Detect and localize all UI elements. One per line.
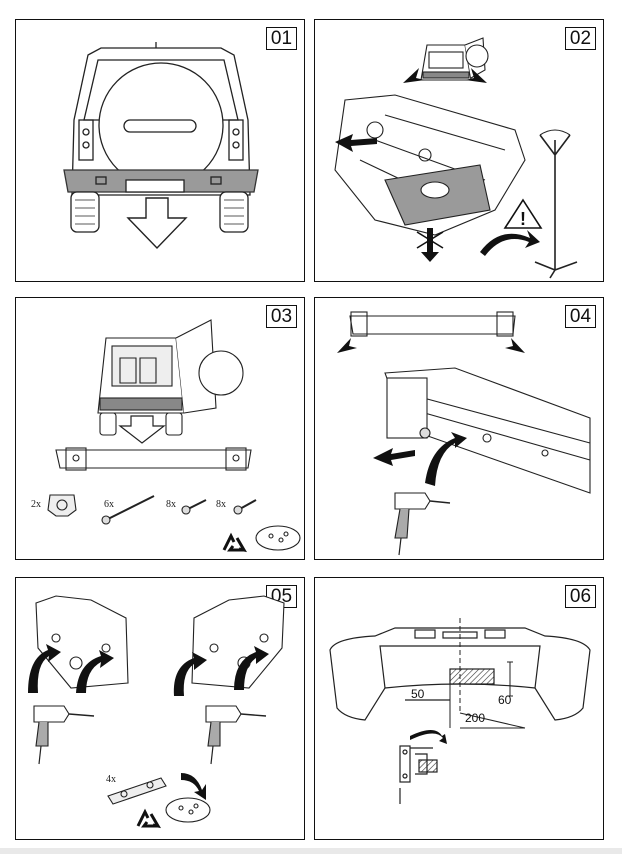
step-02-panel: 02 !: [314, 19, 604, 282]
arrow-icon: [425, 432, 467, 486]
vehicle-rear-illustration: [63, 42, 259, 250]
arrow-icon: [181, 773, 206, 800]
beam-mounting-illustration: [337, 311, 591, 556]
dimension-label-c: 60: [498, 693, 512, 707]
step-number: 04: [565, 305, 596, 328]
power-drill-icon: [33, 705, 95, 765]
arrow-icon: [173, 652, 207, 696]
part-qty: 8x: [216, 499, 226, 510]
bracket-install-illustration: 4x: [28, 595, 285, 829]
dimension-label-b: 200: [465, 711, 485, 725]
arrow-icon: [28, 644, 61, 693]
step-04-panel: 04: [314, 297, 604, 560]
arrow-icon: [480, 230, 540, 256]
bracket-part: [47, 494, 77, 517]
bolt-long-part: [105, 495, 155, 521]
step-number: 01: [266, 27, 297, 50]
step-number: 06: [565, 585, 596, 608]
part-qty: 4x: [106, 774, 116, 785]
step-number: 02: [565, 27, 596, 50]
svg-text:!: !: [520, 209, 526, 229]
step-01-panel: 01: [15, 19, 305, 282]
recycle-icon: [136, 808, 161, 829]
arrow-icon: [505, 338, 525, 353]
mounting-kit-illustration: 2x 6x 8x 8x: [31, 319, 301, 553]
page-footer-strip: [0, 848, 622, 854]
step-number: 03: [266, 305, 297, 328]
arrow-icon: [410, 730, 447, 744]
arrow-icon: [335, 134, 377, 152]
arrow-icon: [118, 415, 166, 444]
exhaust-removal-illustration: !: [334, 37, 578, 279]
part-qty: 2x: [31, 499, 41, 510]
step-03-panel: 03 2x: [15, 297, 305, 560]
step-06-panel: 06 50: [314, 577, 604, 840]
arrow-icon: [373, 448, 415, 466]
warning-triangle-icon: !: [503, 198, 543, 229]
power-drill-icon: [394, 492, 451, 556]
arrow-icon: [126, 197, 188, 250]
power-drill-icon: [205, 705, 267, 765]
part-qty: 6x: [104, 499, 114, 510]
step-05-panel: 05: [15, 577, 305, 840]
arrow-icon: [337, 338, 357, 353]
dimension-label-a: 50: [411, 687, 425, 701]
arrow-icon: [465, 68, 487, 83]
recycle-icon: [222, 532, 247, 553]
part-qty: 8x: [166, 499, 176, 510]
arrow-icon: [234, 646, 269, 690]
dimension-drawing: 50 200 60: [329, 618, 591, 804]
arrow-icon: [421, 228, 439, 262]
arrow-icon: [76, 650, 114, 693]
arrow-icon: [403, 68, 425, 83]
spacer-plate-part: [107, 777, 167, 805]
